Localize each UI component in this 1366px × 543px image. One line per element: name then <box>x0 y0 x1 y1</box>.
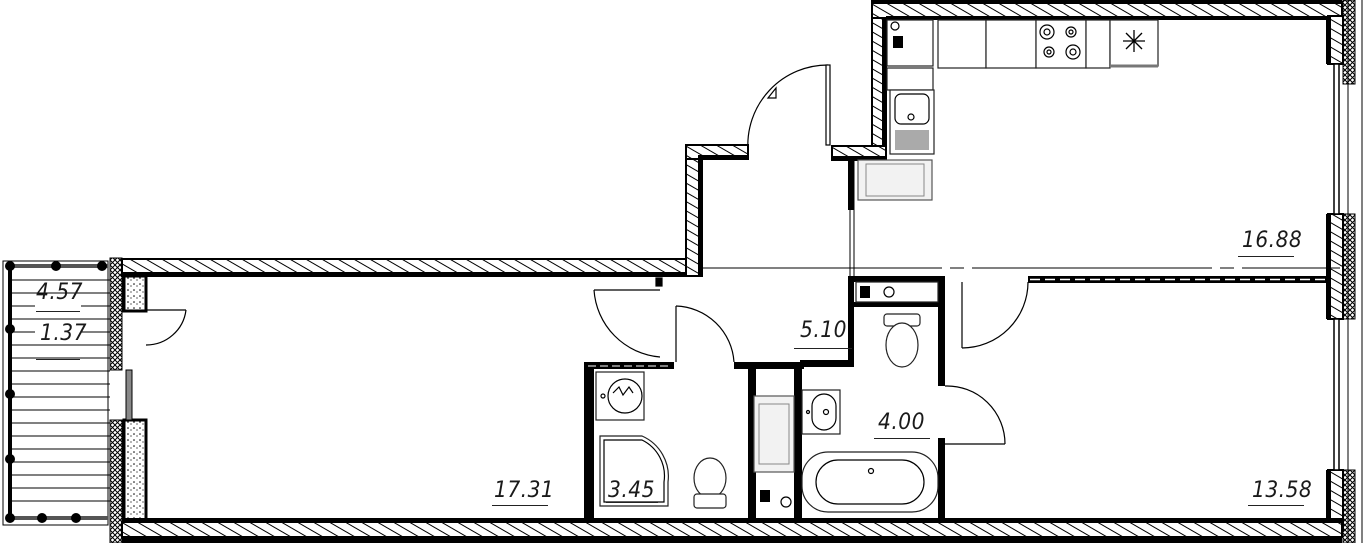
living-room-area: 17.31 <box>494 478 555 503</box>
insulation-right-bottom <box>1342 469 1356 543</box>
sink-icon <box>889 89 935 155</box>
kitchen-area-underline <box>1238 256 1294 257</box>
doors <box>145 64 1029 445</box>
kitchen-fixtures <box>857 19 1159 201</box>
toilet-icon <box>883 313 921 368</box>
stove-icon <box>1035 19 1087 69</box>
insulation-left-top <box>109 257 123 371</box>
hallway-area-underline <box>794 348 852 349</box>
radiator-icon <box>753 395 795 473</box>
washing-machine-kitchen-icon <box>857 159 933 201</box>
bathroom-small-area-underline <box>606 502 658 503</box>
bathroom-small-fixtures <box>595 371 795 509</box>
balcony-area-reduced: 1.37 <box>40 321 87 346</box>
boiler-icon <box>893 36 903 48</box>
insulation-left-bottom <box>109 419 123 543</box>
bedroom-area: 13.58 <box>1252 478 1313 503</box>
insulation-right-mid <box>1342 213 1356 320</box>
shower-icon <box>599 435 669 507</box>
fridge-icon <box>1109 19 1159 68</box>
bathroom-large-area-underline <box>874 438 930 439</box>
bathroom-small-area: 3.45 <box>608 478 655 503</box>
wc-fixtures <box>855 281 939 368</box>
bathtub-icon <box>801 451 939 513</box>
balcony-area-reduced-underline <box>36 359 80 360</box>
washbasin-icon <box>801 389 841 435</box>
washing-machine-icon <box>595 371 645 421</box>
balcony-area-total-underline <box>36 311 80 312</box>
bathroom-large-area: 4.00 <box>878 410 925 435</box>
kitchen-area: 16.88 <box>1242 228 1303 253</box>
balcony <box>2 260 110 526</box>
balcony-area-total: 4.57 <box>36 280 83 305</box>
toilet-icon <box>693 457 727 509</box>
insulation-right-top <box>1342 0 1356 85</box>
hallway-area: 5.10 <box>800 318 847 343</box>
living-room-area-underline <box>492 505 548 506</box>
walls <box>121 0 1363 543</box>
bathroom-large-fixtures <box>801 389 939 513</box>
bedroom-area-underline <box>1248 505 1304 506</box>
